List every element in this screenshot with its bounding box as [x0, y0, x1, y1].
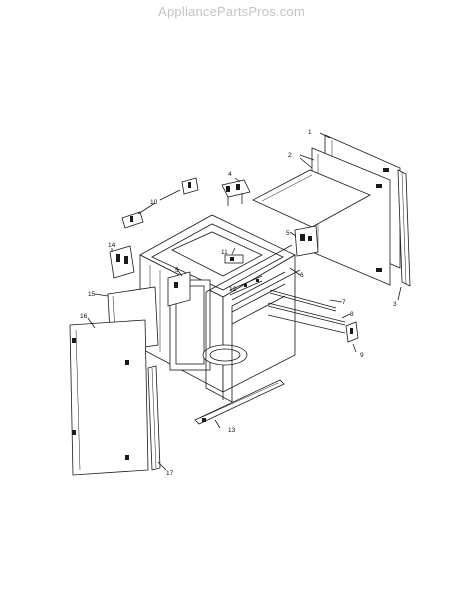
callout-13: 13 — [228, 427, 236, 434]
callout-3: 3 — [393, 301, 397, 308]
callout-11: 11 — [221, 249, 228, 256]
callout-16: 16 — [80, 313, 88, 320]
callout-6: 6 — [300, 272, 304, 279]
part-8-springs — [267, 302, 351, 334]
part-14-bracket — [109, 245, 135, 279]
part-4-bracket — [221, 177, 251, 206]
callout-12: 12 — [229, 286, 237, 293]
callout-10: 10 — [150, 199, 158, 206]
callout-2: 2 — [288, 152, 292, 159]
part-2-top-plate — [252, 169, 371, 228]
callout-17: 17 — [166, 470, 174, 477]
part-12-spring-link — [229, 275, 263, 296]
part-16-outer-door-panel — [69, 317, 149, 476]
part-5-left-bracket — [167, 267, 191, 307]
part-11-hinge — [224, 247, 244, 264]
callout-4: 4 — [228, 171, 232, 178]
part-3-side-trim — [397, 169, 411, 301]
callout-5-right: 5 — [286, 230, 290, 237]
part-13-bottom-rail — [194, 379, 285, 429]
part-17-door-strip — [147, 365, 167, 471]
callout-5-left: 5 — [175, 267, 179, 274]
callout-15: 15 — [88, 291, 96, 298]
part-10-mounting-brackets — [121, 177, 199, 229]
tub-assembly — [139, 214, 296, 400]
callout-8: 8 — [350, 311, 354, 318]
part-5-right-bracket — [289, 225, 319, 257]
callout-7: 7 — [342, 299, 346, 306]
callout-1: 1 — [308, 129, 312, 136]
part-7-rod — [269, 289, 343, 312]
part-9-clip — [345, 321, 359, 353]
callout-9: 9 — [360, 352, 364, 359]
callout-14: 14 — [108, 242, 116, 249]
part-6-tub-gasket — [205, 244, 301, 403]
watermark: AppliancePartsPros.com — [158, 4, 305, 19]
